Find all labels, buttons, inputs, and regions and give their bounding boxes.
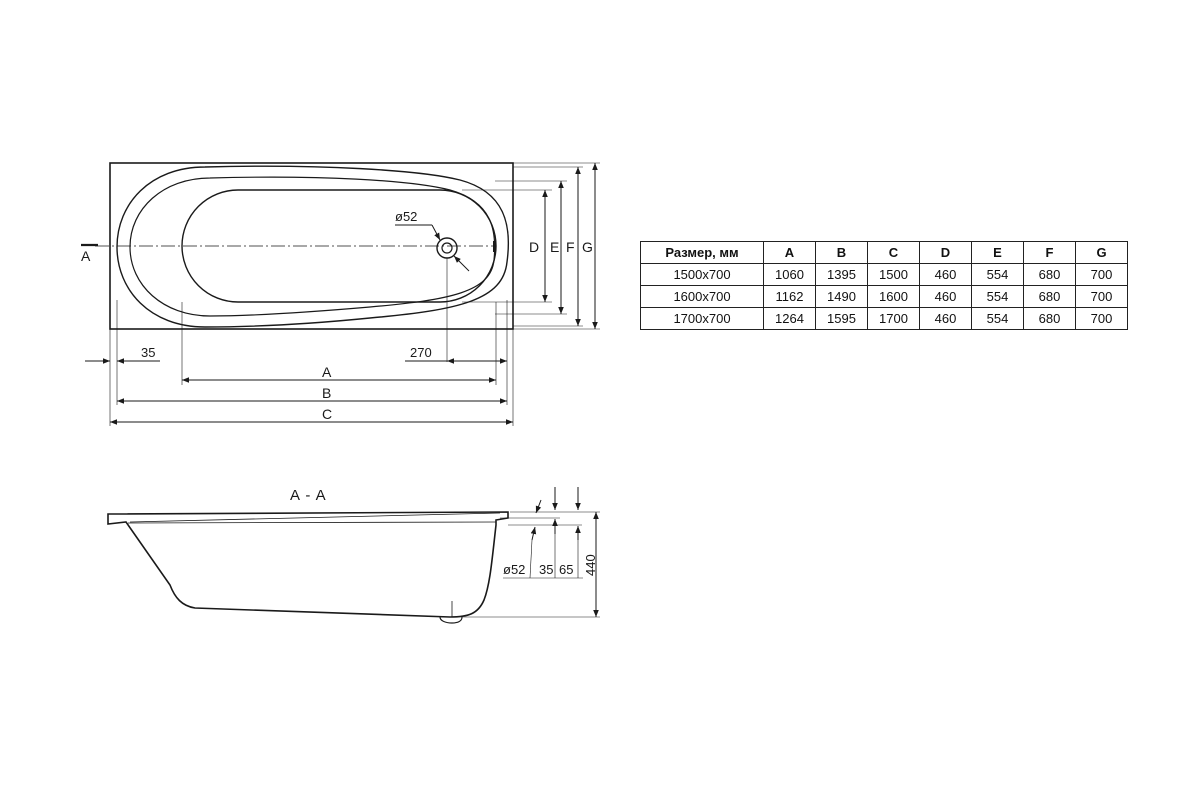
table-cell: 700 bbox=[1075, 263, 1128, 286]
dim-c-label: C bbox=[322, 406, 332, 422]
header-g: G bbox=[1075, 241, 1128, 264]
table-cell: 554 bbox=[971, 307, 1024, 330]
dim-52-section-label: ø52 bbox=[503, 562, 525, 577]
dimensions-table: Размер, мм A B C D E F G 1500x700 1060 1… bbox=[640, 241, 1128, 330]
table-cell: 1060 bbox=[763, 263, 816, 286]
table-cell: 1700x700 bbox=[640, 307, 764, 330]
dim-440-label: 440 bbox=[583, 554, 598, 576]
section-tub-profile bbox=[107, 511, 509, 618]
table-cell: 680 bbox=[1023, 263, 1076, 286]
table-cell: 554 bbox=[971, 285, 1024, 308]
table-cell: 1600 bbox=[867, 285, 920, 308]
top-view bbox=[81, 162, 600, 426]
header-f: F bbox=[1023, 241, 1076, 264]
table-cell: 1500 bbox=[867, 263, 920, 286]
table-cell: 1395 bbox=[815, 263, 868, 286]
drain-outer-ring bbox=[436, 237, 458, 259]
table-cell: 1500x700 bbox=[640, 263, 764, 286]
header-e: E bbox=[971, 241, 1024, 264]
table-cell: 700 bbox=[1075, 285, 1128, 308]
table-cell: 1490 bbox=[815, 285, 868, 308]
table-cell: 680 bbox=[1023, 307, 1076, 330]
header-d: D bbox=[919, 241, 972, 264]
dim-a-label: A bbox=[322, 364, 332, 380]
dim-35-label: 35 bbox=[141, 345, 155, 360]
section-title: A - A bbox=[290, 487, 327, 504]
tub-inner-ledge bbox=[129, 176, 496, 317]
header-b: B bbox=[815, 241, 868, 264]
table-cell: 1595 bbox=[815, 307, 868, 330]
table-cell: 1600x700 bbox=[640, 285, 764, 308]
section-view bbox=[107, 487, 600, 624]
dim-f-label: F bbox=[566, 239, 575, 255]
overflow-slot bbox=[493, 241, 496, 252]
dim-d-label: D bbox=[529, 239, 539, 255]
section-rim-line bbox=[127, 521, 497, 524]
table-row: 1700x700 1264 1595 1700 460 554 680 700 bbox=[640, 307, 1128, 330]
section-slope-line bbox=[129, 512, 501, 523]
table-cell: 680 bbox=[1023, 285, 1076, 308]
top-view-labels: A ø52 D E F G 35 270 A B C bbox=[81, 209, 593, 422]
table-cell: 1162 bbox=[763, 285, 816, 308]
dim-52-section-arrow-top bbox=[535, 499, 542, 514]
table-cell: 1264 bbox=[763, 307, 816, 330]
table-cell: 700 bbox=[1075, 307, 1128, 330]
dim-b-label: B bbox=[322, 385, 331, 401]
table-cell: 1700 bbox=[867, 307, 920, 330]
drain-inner-ring bbox=[441, 242, 453, 254]
tub-basin-outline bbox=[116, 165, 510, 328]
tub-outer-rim bbox=[109, 162, 514, 330]
table-cell: 554 bbox=[971, 263, 1024, 286]
dim-g-label: G bbox=[582, 239, 593, 255]
dim-e-label: E bbox=[550, 239, 559, 255]
table-cell: 460 bbox=[919, 263, 972, 286]
drain-diameter-label: ø52 bbox=[395, 209, 417, 224]
table-row: 1600x700 1162 1490 1600 460 554 680 700 bbox=[640, 285, 1128, 308]
table-cell: 460 bbox=[919, 307, 972, 330]
header-c: C bbox=[867, 241, 920, 264]
dim-35-section-label: 35 bbox=[539, 562, 553, 577]
dim-270-label: 270 bbox=[410, 345, 432, 360]
section-view-labels: A - A ø52 35 65 440 bbox=[290, 487, 598, 577]
drain-diameter-arrow-out bbox=[453, 255, 470, 272]
table-header-row: Размер, мм A B C D E F G bbox=[640, 241, 1128, 264]
drain-diameter-arrow-in bbox=[431, 224, 441, 241]
dim-52-section-arrow-bottom bbox=[530, 526, 537, 541]
table-cell: 460 bbox=[919, 285, 972, 308]
table-row: 1500x700 1060 1395 1500 460 554 680 700 bbox=[640, 263, 1128, 286]
header-size: Размер, мм bbox=[640, 241, 764, 264]
section-drain-bulge bbox=[439, 616, 463, 624]
section-marker-label: A bbox=[81, 248, 91, 264]
dim-65-section-label: 65 bbox=[559, 562, 573, 577]
dim-52-section-leader bbox=[529, 539, 533, 579]
header-a: A bbox=[763, 241, 816, 264]
